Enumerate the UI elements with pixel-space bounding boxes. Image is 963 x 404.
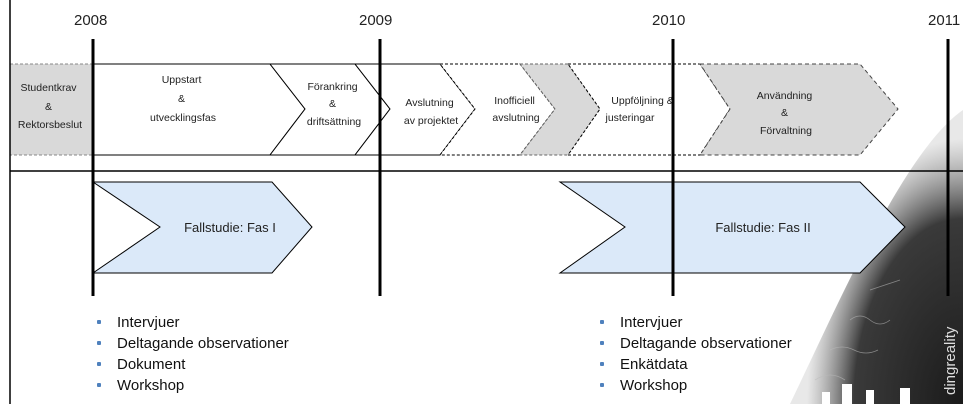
phase-label-line: justeringar [604,112,655,124]
case-study-shape-phase2 [558,181,906,274]
phase-label-line: Användning [757,90,813,102]
phase-label-line: Studentkrav [21,82,78,94]
list-item: Workshop [93,375,289,396]
methods-list-phase2: Intervjuer Deltagande observationer Enkä… [596,312,792,396]
bullet-icon [97,341,101,345]
bullet-icon [600,362,604,366]
phase-label-line: driftsättning [307,116,361,128]
phase-label-line: Förvaltning [760,125,812,137]
phase-label-line: Uppföljning & [611,95,673,107]
phase-label-line: Inofficiell [494,95,535,107]
phase-label-line: & [45,101,52,113]
phase-label-anvandning: Användning & Förvaltning [757,90,815,137]
method-label: Deltagande observationer [117,335,289,352]
bullet-icon [97,320,101,324]
list-item: Enkätdata [596,354,792,375]
method-label: Intervjuer [620,314,683,331]
phase-label-forankring: Förankring & driftsättning [307,81,361,128]
case-study-label-phase1: Fallstudie: Fas I [184,220,276,235]
list-item: Dokument [93,354,289,375]
phase-label-line: & [781,107,788,119]
list-item: Workshop [596,375,792,396]
bullet-icon [97,362,101,366]
phase-shape-anvandning [699,63,899,156]
bullet-icon [97,383,101,387]
method-label: Enkätdata [620,356,688,373]
bullet-icon [600,341,604,345]
bullet-icon [600,320,604,324]
case-study-label-phase2: Fallstudie: Fas II [715,220,810,235]
list-item: Intervjuer [596,312,792,333]
method-label: Workshop [117,377,185,394]
method-label: Intervjuer [117,314,180,331]
phase-label-line: utvecklingsfas [150,112,216,124]
case-study-shape-phase1 [91,181,313,274]
background-text: dingreality [942,326,959,395]
method-label: Workshop [620,377,688,394]
phase-label-uppstart: Uppstart & utvecklingsfas [150,74,216,124]
phase-label-line: avslutning [492,112,539,124]
bullet-icon [600,383,604,387]
method-label: Dokument [117,356,186,373]
phase-label-line: Avslutning [405,97,453,109]
phase-label-avslutning: Avslutning av projektet [404,97,458,127]
phase-label-line: & [329,98,336,110]
phase-label-line: av projektet [404,115,458,127]
list-item: Deltagande observationer [596,333,792,354]
phase-label-studentkrav: Studentkrav & Rektorsbeslut [18,82,82,131]
list-item: Deltagande observationer [93,333,289,354]
phase-label-inofficiell: Inofficiell avslutning [492,95,539,124]
phase-label-line: Uppstart [162,74,202,86]
year-label-2011: 2011 [928,12,961,29]
phase-label-line: Förankring [307,81,357,93]
phase-label-line: Rektorsbeslut [18,119,82,131]
phase-label-line: & [178,93,185,105]
phase-label-uppfoljning: Uppföljning & justeringar [604,95,676,124]
method-label: Deltagande observationer [620,335,792,352]
methods-list-phase1: Intervjuer Deltagande observationer Doku… [93,312,289,396]
list-item: Intervjuer [93,312,289,333]
year-label-2010: 2010 [652,12,686,29]
year-label-2009: 2009 [359,12,393,29]
year-label-2008: 2008 [74,12,108,29]
